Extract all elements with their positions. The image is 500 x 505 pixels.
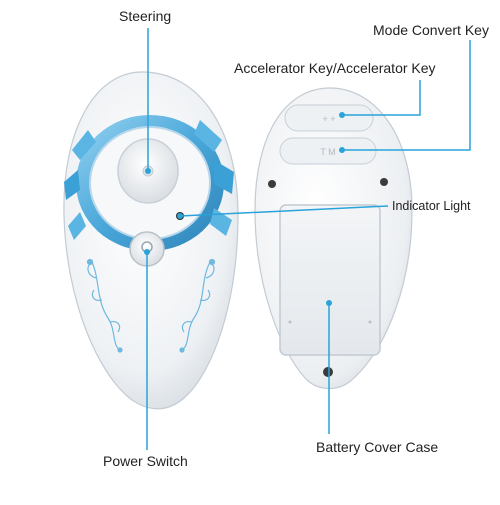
accelerator-key-marks: + + — [322, 114, 335, 124]
floral-decoration-left — [86, 258, 123, 353]
cover-corner-dot-2 — [368, 320, 372, 324]
battery-cover[interactable] — [279, 204, 381, 356]
callout-dots — [144, 112, 345, 306]
lanyard-hole — [323, 367, 333, 377]
callout-dot-accel — [339, 112, 345, 118]
mode-convert-key[interactable] — [279, 137, 377, 165]
callout-dot-indicator — [177, 213, 183, 219]
callout-dot-battery — [326, 300, 332, 306]
callout-line-accel — [342, 80, 421, 116]
label-indicator-light: Indicator Light — [392, 199, 471, 213]
label-accelerator-key: Accelerator Key/Accelerator Key — [234, 60, 436, 76]
label-steering: Steering — [119, 8, 172, 24]
front-right-fin-top — [194, 120, 222, 152]
callout-line-mode — [342, 40, 471, 151]
front-left-fin-low — [68, 212, 86, 240]
callout-lines — [146, 28, 471, 450]
accelerator-key[interactable] — [284, 104, 374, 132]
screw-hole-right — [380, 178, 388, 186]
mode-convert-key-marks: T M — [320, 147, 335, 157]
front-remote — [63, 71, 239, 410]
cover-corner-dot-1 — [288, 320, 292, 324]
screw-hole-left — [268, 180, 276, 188]
front-right-fin-mid — [214, 160, 234, 194]
callout-dot-mode — [339, 147, 345, 153]
back-remote: + + T M — [254, 87, 413, 390]
label-power-switch: Power Switch — [103, 453, 188, 469]
label-mode-convert-key: Mode Convert Key — [373, 22, 489, 38]
callout-dot-power — [144, 249, 150, 255]
floral-decoration-right — [179, 258, 216, 353]
label-battery-cover-case: Battery Cover Case — [316, 439, 439, 455]
front-left-fin-top — [72, 130, 96, 160]
callout-dot-steering — [145, 168, 151, 174]
callout-line-indicator — [179, 205, 389, 217]
front-left-fin-mid — [64, 170, 80, 200]
